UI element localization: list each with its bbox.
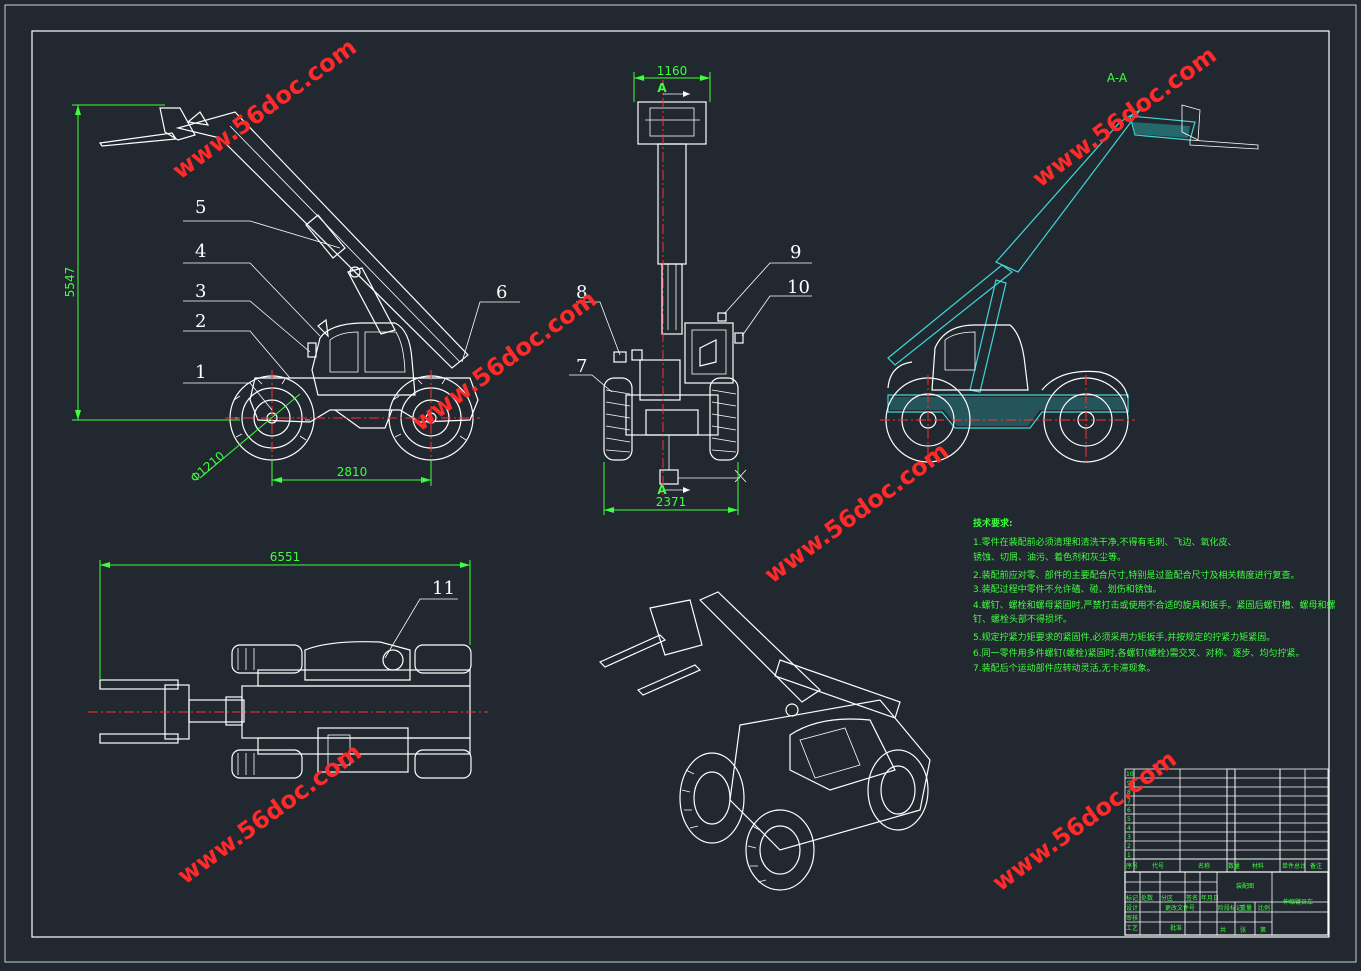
bom-row-10: 10	[1126, 771, 1134, 778]
title-block	[1124, 871, 1329, 936]
side-view	[72, 104, 520, 486]
dim-front-bottom-width: 2371	[656, 495, 687, 509]
part-number-10: 10	[787, 277, 810, 298]
dim-height: 5547	[63, 267, 77, 298]
part-number-6: 6	[496, 282, 507, 303]
tech-line-8: 6.同一零件用多件螺钉(螺栓)紧固时,各螺钉(螺栓)需交叉、对称、逐步、均匀拧紧…	[973, 647, 1305, 659]
watermark: www.56doc.com	[172, 738, 367, 890]
bom-header-unit: 单件	[1282, 862, 1294, 870]
section-label: A-A	[1107, 71, 1128, 85]
tb-review: 审核	[1126, 914, 1138, 922]
outer-frame	[4, 4, 1357, 963]
bom-header-total: 总计	[1294, 862, 1306, 870]
tech-line-4: 3.装配过程中零件不允许磕、碰、划伤和锈蚀。	[973, 583, 1162, 595]
tech-line-7: 5.规定拧紧力矩要求的紧固件,必须采用力矩扳手,并按规定的拧紧力矩紧固。	[973, 631, 1275, 643]
tb-mark: 标记	[1126, 894, 1138, 902]
tb-sheet-no: 第	[1260, 926, 1266, 934]
inner-frame	[31, 30, 1330, 938]
watermark: www.56doc.com	[407, 285, 602, 437]
part-number-7: 7	[576, 356, 587, 377]
part-number-2: 2	[195, 311, 206, 332]
dim-wheelbase: 2810	[337, 465, 368, 479]
watermark: www.56doc.com	[1027, 41, 1222, 193]
dim-overall-length: 6551	[270, 550, 301, 564]
bom-row-2: 2	[1127, 843, 1131, 850]
drawing-type: 装配图	[1236, 882, 1254, 890]
bom-header-remark: 备注	[1310, 862, 1322, 870]
tb-count: 处数	[1141, 894, 1153, 902]
front-view	[569, 72, 812, 515]
tech-title: 技术要求:	[973, 517, 1013, 529]
bom-row-9: 9	[1127, 780, 1131, 787]
isometric-view	[598, 591, 931, 891]
section-view	[880, 104, 1259, 465]
bom-header-code: 代号	[1152, 862, 1164, 870]
dim-front-top-width: 1160	[657, 64, 688, 78]
bom-header-material: 材料	[1252, 862, 1264, 870]
tb-sign: 签名	[1186, 894, 1198, 902]
bom-row-1: 1	[1127, 852, 1131, 859]
bom-row-5: 5	[1127, 816, 1131, 823]
tech-line-1: 1.零件在装配前必须清理和清洗干净,不得有毛刺、飞边、氧化皮、	[973, 536, 1236, 548]
part-number-5: 5	[195, 197, 206, 218]
tb-date: 年月日	[1201, 894, 1219, 902]
bom-row-7: 7	[1127, 798, 1131, 805]
technical-requirements: 技术要求: 1.零件在装配前必须清理和清洗干净,不得有毛刺、飞边、氧化皮、 锈蚀…	[973, 517, 1335, 674]
bom-row-4: 4	[1127, 825, 1131, 832]
watermark: www.56doc.com	[167, 33, 362, 185]
watermark: www.56doc.com	[987, 745, 1182, 897]
part-number-4: 4	[195, 241, 206, 262]
part-number-9: 9	[790, 242, 801, 263]
tech-line-9: 7.装配后个运动部件应转动灵活,无卡滞现象。	[973, 662, 1155, 674]
tech-line-3: 2.装配前应对零、部件的主要配合尺寸,特别是过盈配合尺寸及相关精度进行复查。	[973, 569, 1299, 581]
tech-line-2: 锈蚀、切屑、油污、着色剂和灰尘等。	[973, 551, 1126, 563]
watermark: www.56doc.com	[759, 437, 954, 589]
bom-row-3: 3	[1127, 834, 1131, 841]
dim-wheel-diameter: Φ1210	[188, 449, 228, 485]
tb-process: 工艺	[1126, 924, 1138, 932]
drawing-name: 伸缩臂叉车	[1283, 898, 1313, 906]
tb-design: 设计	[1126, 904, 1138, 912]
bom-header-no: 序号	[1126, 862, 1138, 870]
part-number-1: 1	[195, 362, 206, 383]
tech-line-5: 4.螺钉、螺栓和螺母紧固时,严禁打击或使用不合适的旋具和扳手。紧固后螺钉槽、螺母…	[973, 599, 1335, 611]
bom-row-6: 6	[1127, 807, 1131, 814]
top-view	[88, 560, 488, 779]
bom-table	[1124, 768, 1329, 873]
bom-header-qty: 数量	[1228, 862, 1240, 870]
part-number-3: 3	[195, 281, 206, 302]
tb-weight: 重量	[1240, 904, 1252, 912]
tb-change-doc: 更改文件号	[1165, 904, 1195, 912]
bom-header-name: 名称	[1198, 862, 1210, 870]
tb-zone: 分区	[1161, 894, 1173, 902]
tb-approve: 批准	[1170, 924, 1182, 932]
section-marker-bottom: A	[657, 483, 667, 497]
tb-scale: 比例	[1258, 904, 1270, 912]
part-number-8: 8	[576, 282, 587, 303]
bom-row-8: 8	[1127, 789, 1131, 796]
part-number-11: 11	[432, 578, 455, 599]
tb-stage: 阶段标记	[1218, 904, 1242, 912]
tb-total-sheets: 共	[1220, 926, 1226, 934]
section-marker-top: A	[657, 81, 667, 95]
tb-sheet: 张	[1240, 926, 1246, 934]
tech-line-6: 钉、螺栓头部不得损坏。	[973, 613, 1072, 625]
